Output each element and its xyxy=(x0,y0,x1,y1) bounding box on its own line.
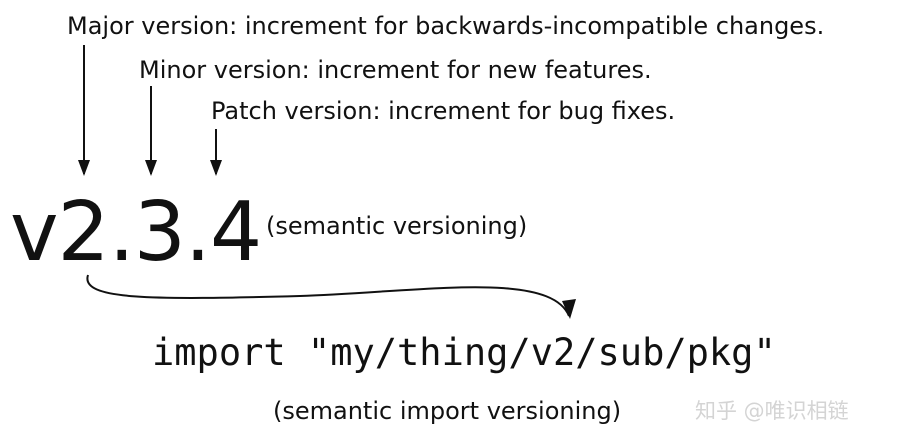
minor-version-label: Minor version: increment for new feature… xyxy=(139,56,652,84)
patch-version-arrow xyxy=(210,129,222,176)
minor-version-arrow xyxy=(145,86,157,176)
semantic-import-caption: (semantic import versioning) xyxy=(273,397,622,425)
patch-version-label: Patch version: increment for bug fixes. xyxy=(211,97,676,125)
watermark: 知乎 @唯识相链 xyxy=(695,399,849,423)
import-statement: import "my/thing/v2/sub/pkg" xyxy=(152,331,776,374)
major-to-import-curve-arrow xyxy=(86,274,576,319)
version-number: v2.3.4 xyxy=(10,185,262,280)
major-version-arrow xyxy=(78,45,90,176)
major-version-label: Major version: increment for backwards-i… xyxy=(67,12,825,40)
semver-caption: (semantic versioning) xyxy=(266,212,528,240)
